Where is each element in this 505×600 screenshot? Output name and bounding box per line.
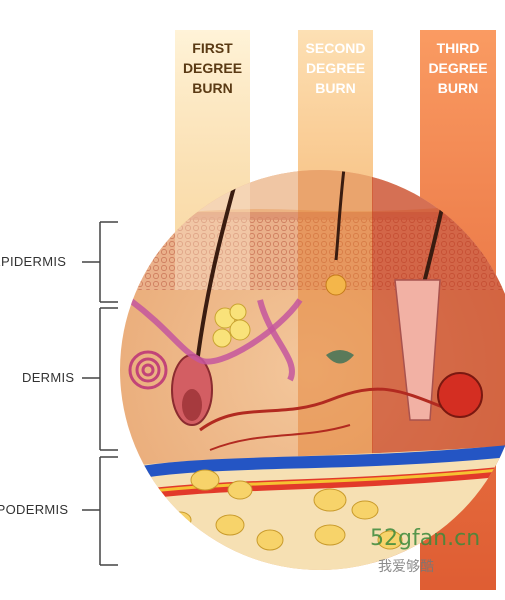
third-degree-line2: DEGREE	[428, 60, 488, 76]
sebaceous-gland	[212, 274, 347, 348]
first-degree-title: FIRST DEGREE BURN	[175, 38, 250, 98]
layer-brackets	[82, 221, 118, 566]
epidermis-label: EPIDERMIS	[0, 254, 67, 269]
sweat-gland	[128, 350, 168, 390]
first-degree-line2: DEGREE	[182, 60, 243, 76]
third-degree-line3: BURN	[437, 80, 479, 96]
second-degree-line2: DEGREE	[305, 60, 366, 76]
first-degree-line3: BURN	[192, 80, 233, 96]
hypodermis-label: HYPODERMIS	[0, 502, 69, 517]
third-degree-line1: THIRD	[436, 40, 480, 56]
third-degree-title: THIRD DEGREE BURN	[420, 38, 496, 98]
watermark-sub: 我爱够酷	[378, 559, 434, 575]
fat-cells	[168, 469, 403, 551]
second-degree-line3: BURN	[315, 80, 356, 96]
second-degree-title: SECOND DEGREE BURN	[298, 38, 373, 98]
second-degree-line1: SECOND	[305, 40, 366, 56]
dermis-label: DERMIS	[22, 370, 75, 385]
watermark-site: 52gfan.cn	[370, 526, 481, 551]
first-degree-line1: FIRST	[192, 40, 233, 56]
skin-cross-section	[120, 170, 505, 570]
